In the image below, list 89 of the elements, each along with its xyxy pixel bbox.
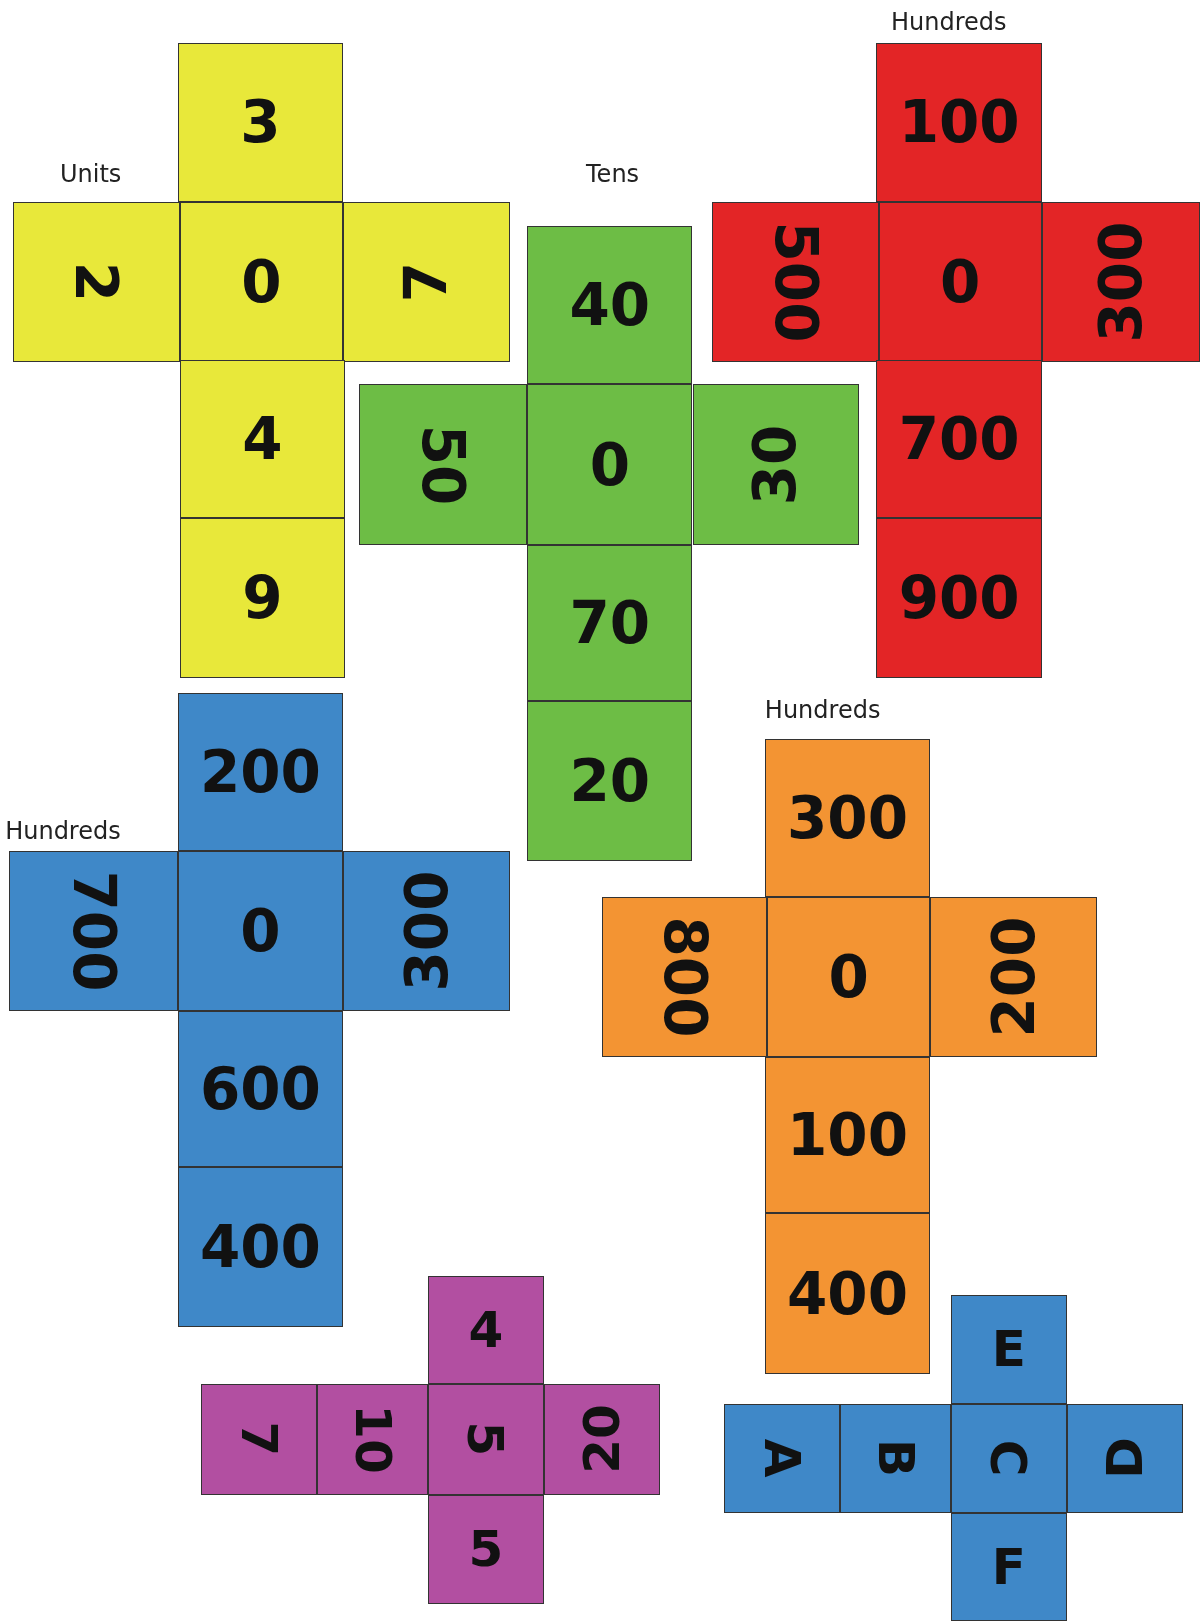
die-face	[317, 1383, 428, 1495]
net-heading: Hundreds	[890, 8, 1007, 37]
die-face	[766, 897, 931, 1058]
die-face	[543, 1383, 661, 1495]
die-face	[601, 897, 767, 1058]
face-number: 3	[240, 93, 281, 152]
net-heading: Tens	[586, 160, 640, 189]
die-face	[764, 1057, 931, 1214]
face-number: 4	[242, 409, 283, 468]
die-face	[527, 700, 693, 861]
face-number: 100	[787, 1106, 909, 1165]
face-number: 70	[569, 593, 651, 652]
face-number: 0	[940, 252, 981, 311]
face-number: C	[983, 1440, 1034, 1477]
die-face	[179, 359, 346, 518]
face-number: 0	[828, 948, 869, 1007]
face-number: 400	[787, 1264, 909, 1323]
die-face	[1041, 201, 1200, 362]
net-heading: Units	[59, 160, 122, 189]
die-face	[692, 384, 859, 545]
face-number: 50	[413, 424, 472, 505]
face-number: 500	[766, 221, 825, 343]
die-face	[427, 1494, 544, 1605]
face-number: 900	[898, 568, 1020, 627]
face-number: 100	[898, 93, 1020, 152]
die-face	[878, 201, 1042, 362]
net-heading: Hundreds	[764, 695, 881, 724]
face-number: 20	[577, 1404, 628, 1475]
die-face	[358, 384, 528, 545]
die-face	[427, 1383, 544, 1495]
face-number: 9	[242, 568, 283, 627]
face-number: 2	[67, 261, 126, 302]
face-number: 300	[787, 789, 909, 848]
face-number: 7	[233, 1421, 284, 1457]
face-number: 600	[199, 1059, 321, 1118]
die-face	[764, 1213, 931, 1374]
die-face	[950, 1295, 1067, 1404]
net-heading: Hundreds	[5, 816, 121, 845]
face-number: 5	[468, 1524, 504, 1575]
face-number: B	[870, 1439, 921, 1478]
die-face	[177, 1166, 344, 1328]
face-number: 4	[468, 1305, 504, 1356]
face-number: F	[991, 1541, 1026, 1592]
die-face	[527, 544, 693, 701]
die-face	[179, 517, 346, 679]
die-face	[179, 201, 344, 362]
face-number: 30	[746, 424, 805, 505]
face-number: 300	[397, 870, 456, 992]
face-number: 700	[64, 870, 123, 992]
die-face	[712, 201, 879, 362]
die-face	[527, 226, 693, 385]
face-number: 10	[347, 1404, 398, 1475]
die-face	[950, 1403, 1067, 1514]
face-number: 40	[569, 276, 651, 335]
face-number: A	[756, 1439, 807, 1478]
die-face	[950, 1513, 1067, 1621]
face-number: 200	[199, 742, 321, 801]
die-face	[9, 850, 178, 1011]
die-face	[527, 384, 693, 545]
face-number: 300	[1091, 221, 1150, 343]
die-face	[930, 897, 1097, 1058]
face-number: 200	[984, 916, 1043, 1038]
die-face	[13, 201, 180, 362]
die-face	[876, 517, 1042, 679]
face-number: 400	[199, 1218, 321, 1276]
die-face	[177, 850, 344, 1011]
die-face	[876, 43, 1042, 202]
die-face	[840, 1403, 951, 1514]
die-face	[723, 1403, 841, 1514]
die-face	[427, 1276, 544, 1384]
face-number: 0	[240, 901, 281, 960]
face-number: E	[991, 1324, 1026, 1375]
die-face	[876, 359, 1042, 518]
die-face	[177, 1010, 344, 1167]
die-face	[343, 850, 510, 1011]
die-face	[177, 692, 344, 851]
die-face	[177, 43, 344, 202]
face-number: 5	[460, 1421, 511, 1457]
face-number: 7	[397, 261, 456, 302]
die-face	[764, 739, 931, 898]
face-number: 0	[589, 435, 630, 494]
die-face	[200, 1383, 318, 1495]
face-number: 700	[898, 409, 1020, 468]
die-face	[1066, 1403, 1184, 1514]
die-face	[343, 201, 510, 362]
face-number: 0	[241, 252, 282, 311]
face-number: D	[1100, 1437, 1151, 1480]
face-number: 800	[655, 916, 714, 1038]
face-number: 20	[569, 751, 651, 810]
